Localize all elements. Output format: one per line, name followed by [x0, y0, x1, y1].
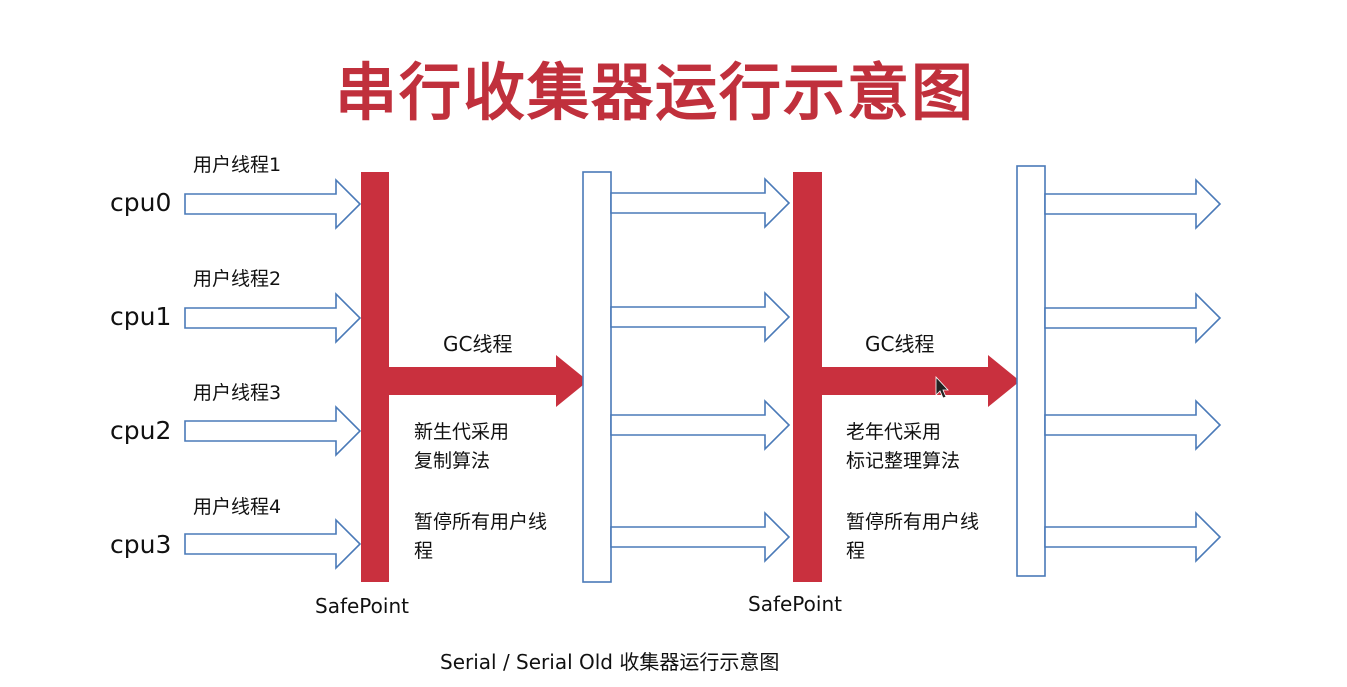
resume-bar-1: [582, 171, 612, 583]
user-thread-arrow-3: [184, 405, 362, 457]
pause-note-1-line1: 暂停所有用户线: [414, 511, 548, 533]
old-gen-note-line1: 老年代采用: [846, 421, 942, 443]
user-thread-label-4: 用户线程4: [193, 496, 282, 518]
user-thread-arrow-2: [184, 292, 362, 344]
pause-note-1: 暂停所有用户线 程: [414, 508, 547, 566]
resumed-thread-arrow-b4: [1044, 511, 1222, 563]
old-gen-note: 老年代采用 标记整理算法: [846, 418, 960, 476]
user-thread-label-3: 用户线程3: [193, 382, 282, 404]
safepoint-bar-1: [361, 172, 389, 582]
resumed-thread-arrow-b1: [1044, 178, 1222, 230]
resumed-thread-arrow-a2: [610, 291, 791, 343]
cpu-label-1: cpu1: [110, 302, 172, 331]
user-thread-arrow-4: [184, 518, 362, 570]
user-thread-label-1: 用户线程1: [193, 154, 282, 176]
pause-note-1-line2: 程: [414, 540, 434, 562]
cpu-label-3: cpu3: [110, 530, 172, 559]
resumed-thread-arrow-a4: [610, 511, 791, 563]
gc-thread-arrow-2: [822, 355, 1020, 407]
page-title: 串行收集器运行示意图: [334, 56, 975, 129]
cpu-label-0: cpu0: [110, 188, 172, 217]
pause-note-2-line2: 程: [846, 540, 866, 562]
resumed-thread-arrow-a1: [610, 177, 791, 229]
resumed-thread-arrow-b2: [1044, 292, 1222, 344]
safepoint-bar-2: [793, 172, 822, 582]
young-gen-note-line2: 复制算法: [414, 450, 491, 472]
gc-thread-arrow-1: [389, 355, 588, 407]
resumed-thread-arrow-b3: [1044, 399, 1222, 451]
young-gen-note-line1: 新生代采用: [414, 421, 510, 443]
pause-note-2: 暂停所有用户线 程: [846, 508, 979, 566]
old-gen-note-line2: 标记整理算法: [846, 450, 961, 472]
young-gen-note: 新生代采用 复制算法: [414, 418, 509, 476]
user-thread-arrow-1: [184, 178, 362, 230]
resumed-thread-arrow-a3: [610, 399, 791, 451]
cpu-label-2: cpu2: [110, 416, 172, 445]
user-thread-label-2: 用户线程2: [193, 268, 282, 290]
resume-bar-2: [1016, 165, 1046, 577]
safepoint-label-1: SafePoint: [315, 594, 409, 618]
mouse-cursor-icon: [935, 375, 949, 399]
pause-note-2-line1: 暂停所有用户线: [846, 511, 980, 533]
diagram-caption: Serial / Serial Old 收集器运行示意图: [440, 650, 780, 674]
safepoint-label-2: SafePoint: [748, 592, 842, 616]
gc-thread-label-1: GC线程: [443, 332, 513, 356]
gc-thread-label-2: GC线程: [865, 332, 935, 356]
